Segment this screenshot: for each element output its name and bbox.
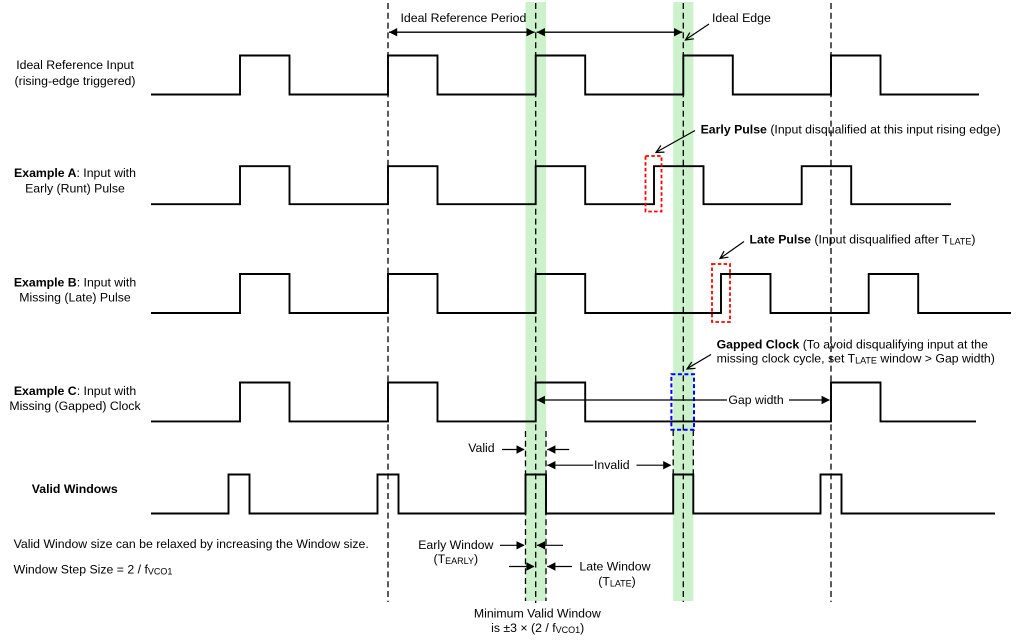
svg-text:Minimum Valid Window: Minimum Valid Window	[474, 607, 601, 621]
svg-text:Example C: Input with: Example C: Input with	[14, 384, 137, 398]
svg-text:Early Window: Early Window	[418, 538, 493, 552]
svg-text:Window Step Size = 2 / fVCO1: Window Step Size = 2 / fVCO1	[14, 562, 173, 576]
svg-text:(TEARLY): (TEARLY)	[434, 552, 479, 566]
svg-text:Valid Windows: Valid Windows	[32, 482, 118, 496]
svg-text:(rising-edge triggered): (rising-edge triggered)	[15, 74, 136, 88]
svg-text:Gap width: Gap width	[728, 393, 784, 407]
svg-text:Example B: Input with: Example B: Input with	[14, 276, 137, 290]
svg-text:Invalid: Invalid	[594, 458, 630, 472]
svg-text:Missing (Late) Pulse: Missing (Late) Pulse	[19, 291, 131, 305]
svg-text:Ideal Edge: Ideal Edge	[712, 11, 771, 25]
svg-text:Example A: Input with: Example A: Input with	[14, 166, 136, 180]
svg-text:missing clock cycle, set TLATE: missing clock cycle, set TLATE window > …	[717, 352, 995, 366]
svg-text:Ideal Reference Period: Ideal Reference Period	[401, 11, 527, 25]
svg-text:Valid: Valid	[468, 441, 495, 455]
svg-text:Late Window: Late Window	[579, 560, 650, 574]
svg-text:is ±3 × (2 / fVCO1): is ±3 × (2 / fVCO1)	[491, 621, 584, 635]
svg-text:Late Pulse (Input disqualified: Late Pulse (Input disqualified after TLA…	[750, 233, 976, 247]
svg-text:Valid Window size can be relax: Valid Window size can be relaxed by incr…	[14, 537, 369, 551]
svg-text:Early (Runt) Pulse: Early (Runt) Pulse	[25, 182, 125, 196]
svg-text:(TLATE): (TLATE)	[598, 575, 636, 589]
svg-text:Ideal Reference Input: Ideal Reference Input	[16, 58, 134, 72]
svg-text:Missing (Gapped) Clock: Missing (Gapped) Clock	[9, 399, 141, 413]
svg-text:Early Pulse (Input disqualifie: Early Pulse (Input disqualified at this …	[701, 123, 1001, 137]
svg-text:Gapped Clock (To avoid disqual: Gapped Clock (To avoid disqualifying inp…	[717, 337, 989, 351]
